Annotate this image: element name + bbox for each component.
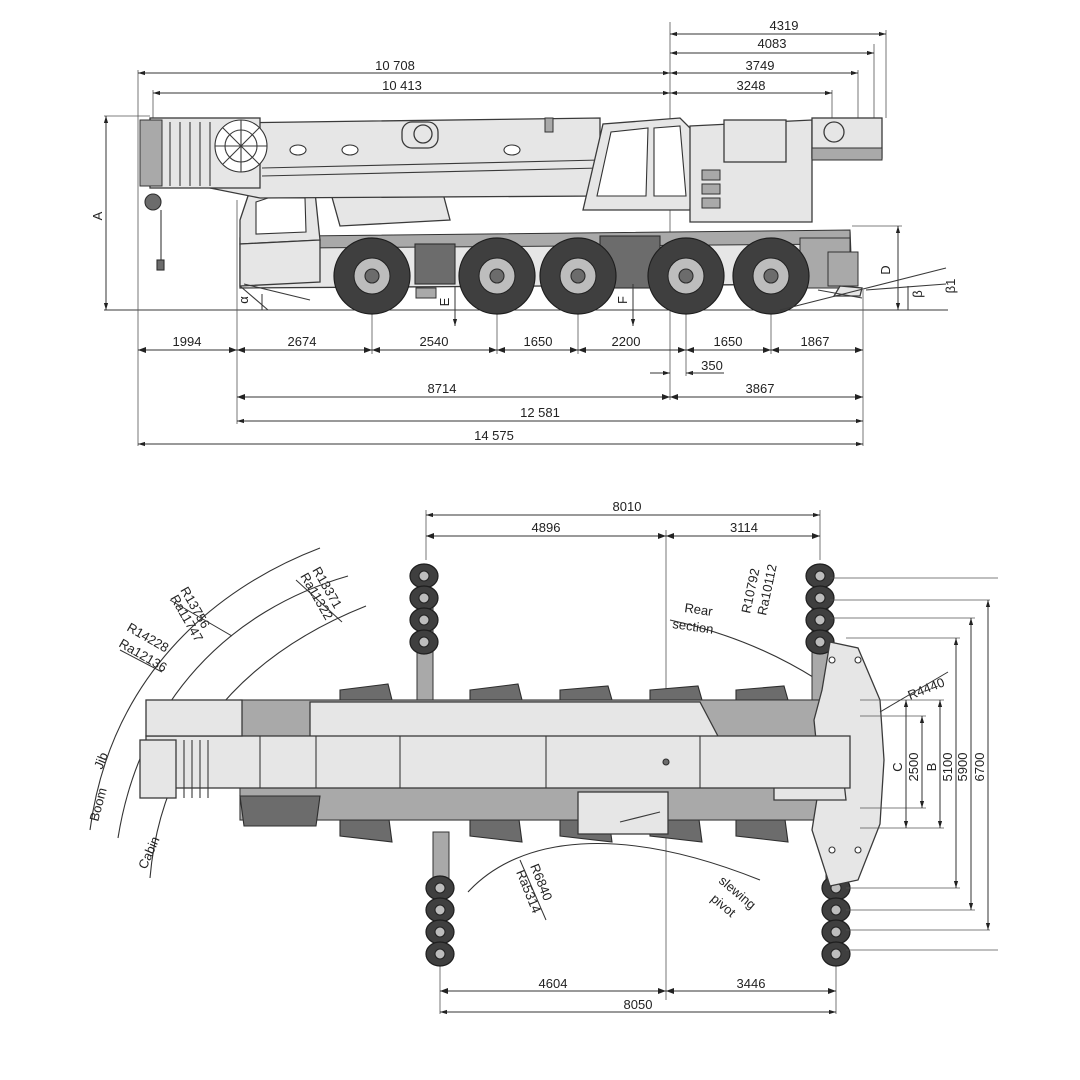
top-view: 8010 4896 3114 4604 3446 8050 xyxy=(86,499,998,1015)
width-c: C xyxy=(890,762,905,771)
dim-1867: 1867 xyxy=(801,334,830,349)
wheel xyxy=(732,237,810,315)
dim-3867: 3867 xyxy=(746,381,775,396)
top-dimensions: 8010 4896 3114 4604 3446 8050 xyxy=(426,499,836,1015)
dim-1994: 1994 xyxy=(173,334,202,349)
svg-text:β: β xyxy=(910,290,925,297)
label-cabin: Cabin xyxy=(135,834,163,871)
angle-alpha: α xyxy=(236,285,269,311)
svg-text:β1: β1 xyxy=(943,279,958,294)
dim-10708: 10 708 xyxy=(375,58,415,73)
svg-text:α: α xyxy=(236,296,251,304)
dim-10413: 10 413 xyxy=(382,78,422,93)
dim-3114: 3114 xyxy=(730,520,758,535)
width-5100: 5100 xyxy=(940,753,955,782)
dim-8010: 8010 xyxy=(613,499,642,514)
dim-2674: 2674 xyxy=(288,334,317,349)
dim-14575: 14 575 xyxy=(474,428,514,443)
label-rear: Rear xyxy=(684,600,715,619)
wheel xyxy=(539,237,617,315)
wheel xyxy=(333,237,411,315)
side-top-dimensions: 4319 4083 3749 3248 10 708 10 413 xyxy=(138,18,886,96)
angle-beta: β β1 xyxy=(779,267,958,311)
dim-12581: 12 581 xyxy=(520,405,560,420)
dim-4319: 4319 xyxy=(770,18,799,33)
dim-2540: 2540 xyxy=(420,334,449,349)
dim-3446: 3446 xyxy=(737,976,766,991)
dim-2200: 2200 xyxy=(612,334,641,349)
height-d: D xyxy=(852,225,902,310)
label-section: section xyxy=(672,616,715,637)
label-boom: Boom xyxy=(86,786,109,823)
width-2500: 2500 xyxy=(906,753,921,782)
side-bottom-dimensions: 1994 2674 2540 1650 2200 1650 1867 350 8… xyxy=(138,334,863,447)
label-jib: Jib xyxy=(91,750,111,771)
clearance-f: F xyxy=(615,284,636,326)
radius-r4440: R4440 xyxy=(906,675,947,703)
dim-8714: 8714 xyxy=(428,381,457,396)
svg-text:E: E xyxy=(437,297,452,306)
dim-4604: 4604 xyxy=(539,976,568,991)
outrigger-pads xyxy=(409,563,851,967)
side-view: 4319 4083 3749 3248 10 708 10 413 A D xyxy=(90,18,958,447)
dim-8050: 8050 xyxy=(624,997,653,1012)
wheel xyxy=(458,237,536,315)
width-6700: 6700 xyxy=(972,753,987,782)
svg-text:A: A xyxy=(90,211,105,220)
width-5900: 5900 xyxy=(955,753,970,782)
width-dimensions: C 2500 B 5100 5900 6700 xyxy=(830,577,998,951)
clearance-e: E xyxy=(437,286,458,326)
crane-top-drawing xyxy=(139,641,885,887)
dim-350: 350 xyxy=(701,358,723,373)
dim-1650-b: 1650 xyxy=(714,334,743,349)
crane-side-drawing xyxy=(139,117,883,315)
wheel xyxy=(647,237,725,315)
width-b: B xyxy=(924,763,939,772)
dim-3248: 3248 xyxy=(737,78,766,93)
height-a: A xyxy=(90,115,150,310)
svg-text:F: F xyxy=(615,296,630,304)
dim-1650-a: 1650 xyxy=(524,334,553,349)
dim-4896: 4896 xyxy=(532,520,561,535)
svg-text:D: D xyxy=(878,265,893,274)
dim-3749: 3749 xyxy=(746,58,775,73)
dim-4083: 4083 xyxy=(758,36,787,51)
